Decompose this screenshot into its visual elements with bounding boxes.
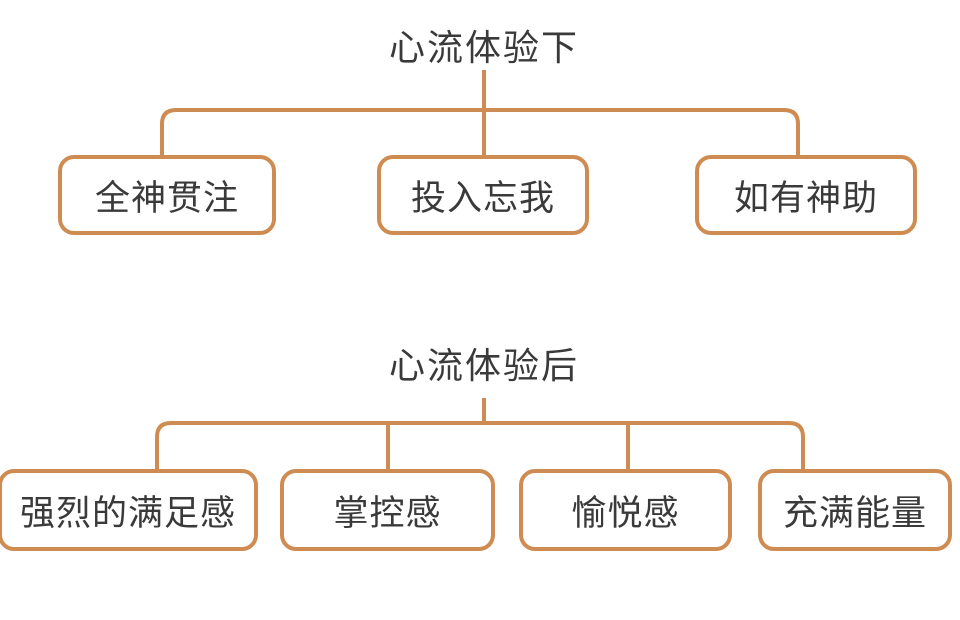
tree-title-after-flow: 心流体验后 bbox=[388, 346, 580, 387]
node-immersed-selfless: 投入忘我 bbox=[377, 155, 589, 235]
tree-title-during-flow: 心流体验下 bbox=[388, 28, 580, 69]
node-pleasure: 愉悦感 bbox=[519, 469, 732, 551]
node-sense-of-control: 掌控感 bbox=[280, 469, 495, 551]
node-full-concentration: 全神贯注 bbox=[58, 155, 276, 235]
bottom-tree-bar bbox=[155, 421, 805, 471]
node-divine-help: 如有神助 bbox=[695, 155, 917, 235]
node-strong-satisfaction: 强烈的满足感 bbox=[0, 469, 258, 551]
node-full-of-energy: 充满能量 bbox=[758, 469, 952, 551]
top-tree-bar bbox=[160, 108, 800, 157]
